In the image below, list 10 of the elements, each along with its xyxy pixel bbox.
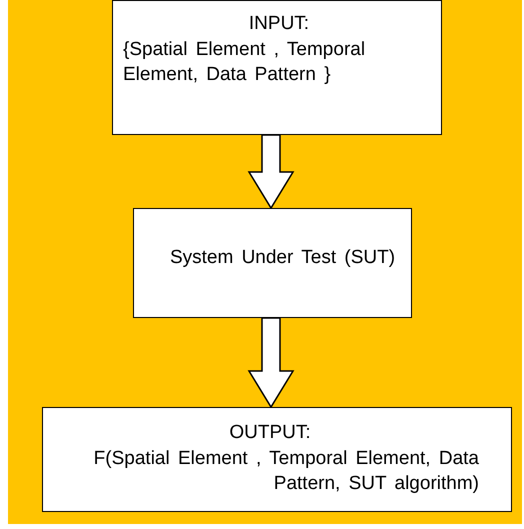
process-box (133, 208, 412, 318)
box-heading: OUTPUT: (228, 421, 312, 445)
box-text: {Spatial Element , Temporal Element, Data Pattern } (123, 38, 366, 88)
box-heading: INPUT: (248, 12, 310, 36)
block-arrow (248, 134, 294, 210)
block-arrow (248, 317, 294, 408)
process-box (112, 0, 442, 135)
box-text: F(Spatial Element , Temporal Element, Data Pattern, SUT algorithm) (92, 446, 479, 496)
process-box (42, 407, 512, 512)
box-text: System Under Test (SUT) (168, 246, 396, 270)
